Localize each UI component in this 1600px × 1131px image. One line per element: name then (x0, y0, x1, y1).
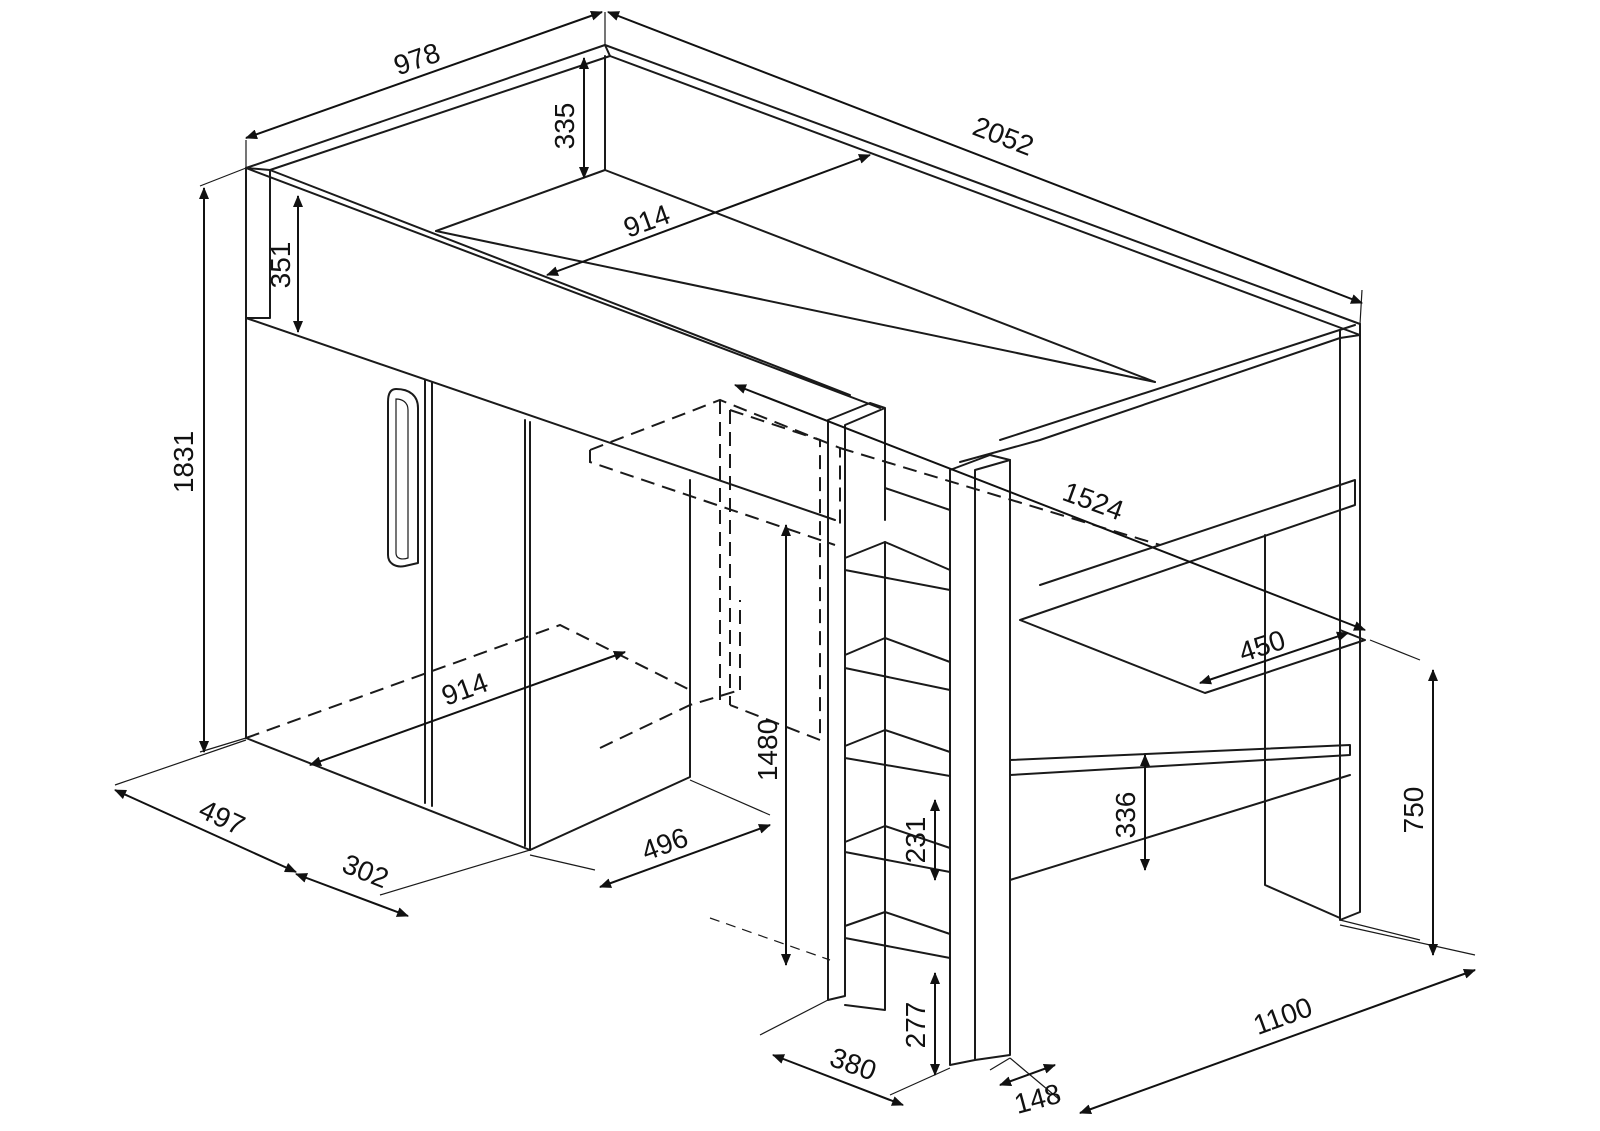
label-step-spacing: 231 (900, 817, 931, 864)
label-ladder-width: 148 (1011, 1078, 1064, 1120)
label-bottom-step: 277 (900, 1002, 931, 1049)
ladder-step-5 (844, 911, 951, 959)
desk-base (1009, 774, 1351, 881)
dim-line-wardrobe-depth (114, 789, 297, 873)
label-desk-depth: 450 (1235, 624, 1289, 668)
label-clearance-height: 1480 (752, 719, 783, 781)
floor-outline (245, 623, 741, 749)
desk-top (1019, 479, 1366, 694)
dimension-lines (114, 10, 1476, 1114)
left-ladder-post (827, 402, 886, 1001)
floor-ref-line (709, 917, 831, 961)
label-desk-opening: 496 (637, 822, 692, 867)
pullout-desk-side (719, 400, 821, 741)
dim-line-ladder-depth (772, 1054, 904, 1106)
dim-line-total-width (245, 10, 603, 140)
dim-line-desk-opening (599, 824, 771, 888)
dim-line-total-length (607, 11, 1363, 304)
pullout-desk-outline (589, 398, 841, 546)
mattress-base (435, 230, 1156, 383)
bed-structure (245, 44, 1366, 1066)
right-leg-panel (1264, 534, 1341, 919)
dim-line-floor-length (309, 651, 626, 766)
label-panel-height: 351 (265, 242, 296, 289)
desk-lower-shelf (1009, 744, 1351, 776)
label-desk-height: 750 (1398, 787, 1429, 834)
wardrobe-handle (387, 388, 419, 568)
top-rim-back (604, 44, 1361, 336)
dim-line-desk-length (734, 384, 1366, 631)
label-desk-length: 1524 (1059, 476, 1128, 526)
ladder-step-3 (844, 729, 951, 777)
label-ladder-depth: 380 (826, 1042, 881, 1087)
wardrobe-base (529, 479, 691, 851)
label-guard-height: 335 (549, 103, 580, 150)
ext-lines (114, 12, 1476, 1101)
label-wardrobe-door: 302 (338, 848, 393, 894)
ladder-step-2 (844, 637, 951, 691)
front-rail-top (245, 167, 881, 409)
wardrobe-handle-inner (395, 398, 409, 560)
label-wardrobe-depth: 497 (194, 793, 249, 841)
left-end-panel (245, 167, 271, 739)
dim-line-mattress-width (546, 154, 871, 276)
label-shelf-height: 336 (1110, 792, 1141, 839)
dim-line-wardrobe-door (295, 873, 409, 917)
side-rail-bottom (245, 317, 836, 521)
label-desk-width: 1100 (1249, 991, 1316, 1041)
label-floor-length: 914 (437, 667, 492, 712)
label-total-length: 2052 (969, 110, 1038, 161)
label-total-height: 1831 (168, 431, 199, 493)
ladder-post-front (949, 459, 1011, 1066)
dim-line-desk-depth (1199, 631, 1349, 685)
label-mattress-width: 914 (619, 199, 674, 244)
ladder-step-4 (844, 825, 951, 873)
top-rim-right (959, 323, 1361, 463)
dim-line-ladder-width (999, 1064, 1056, 1086)
ladder-step-1 (844, 541, 951, 591)
dim-line-desk-width (1079, 969, 1476, 1114)
dimension-labels: 978 2052 335 914 351 1831 1524 450 914 4… (168, 37, 1429, 1120)
label-total-width: 978 (390, 37, 444, 82)
ladder-back-steps (844, 487, 951, 1011)
